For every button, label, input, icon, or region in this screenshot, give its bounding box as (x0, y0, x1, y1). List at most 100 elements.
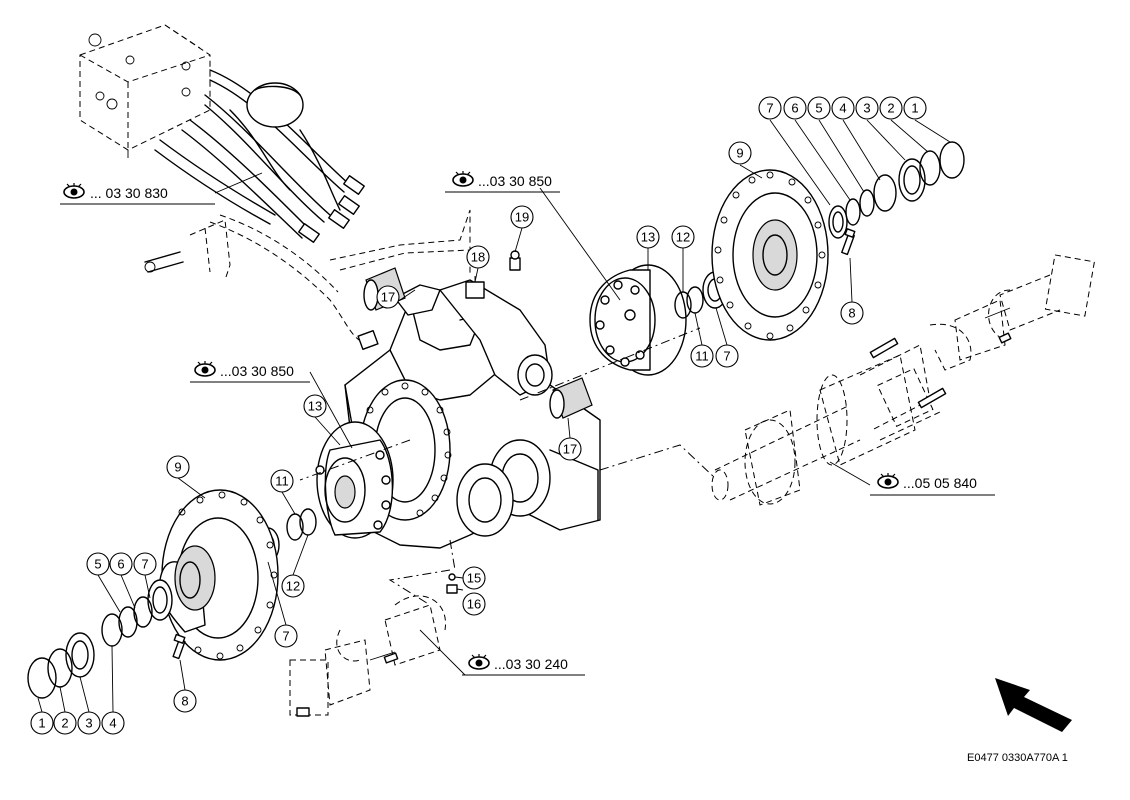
callout-8-upper: 8 (840, 301, 864, 325)
carrier-bolts-lower (315, 450, 391, 530)
reference-hub-upper: ...03 30 850 (445, 171, 560, 193)
ref-hydraulic-valve-text: ... 03 30 830 (90, 185, 168, 201)
callout-12-upper: 12 (671, 225, 695, 249)
callout-17-top: 17 (376, 285, 400, 309)
svg-text:1: 1 (911, 101, 918, 116)
callout-7c-lower: 7 (133, 552, 157, 576)
callouts: 7 6 5 4 3 2 1 9 13 12 11 7 8 17 18 19 17… (30, 96, 927, 735)
callout-4-upper: 4 (831, 96, 855, 120)
svg-text:13: 13 (641, 230, 655, 245)
svg-text:7: 7 (141, 557, 148, 572)
reference-hydraulic-valve: ... 03 30 830 (60, 183, 215, 205)
eye-icon (63, 183, 85, 199)
callout-5-upper: 5 (807, 96, 831, 120)
svg-text:6: 6 (791, 101, 798, 116)
pipe-bracket (144, 209, 471, 351)
svg-text:13: 13 (308, 399, 322, 414)
center-lines (299, 327, 716, 606)
bearing-stack-upper (828, 141, 965, 239)
svg-text:6: 6 (117, 557, 124, 572)
svg-text:18: 18 (471, 250, 485, 265)
svg-text:8: 8 (181, 694, 188, 709)
ref-cylinder-text: ...03 30 240 (494, 656, 568, 672)
svg-text:8: 8 (848, 306, 855, 321)
svg-text:4: 4 (109, 716, 116, 731)
svg-text:15: 15 (467, 571, 481, 586)
axle-housing (711, 337, 947, 506)
svg-text:7: 7 (723, 349, 730, 364)
svg-text:16: 16 (467, 597, 481, 612)
svg-text:12: 12 (286, 579, 300, 594)
svg-text:11: 11 (695, 349, 709, 364)
callout-9-lower: 9 (166, 455, 190, 479)
drawing-code: E0477 0330A770A 1 (967, 752, 1068, 764)
wheel-hub-lower (159, 489, 279, 661)
svg-text:9: 9 (174, 460, 181, 475)
sensor-18 (465, 276, 485, 299)
hydraulic-valve-block (79, 24, 211, 158)
callout-5-lower: 5 (86, 552, 110, 576)
hub-bolt-lower (172, 633, 186, 660)
callout-17-mid: 17 (558, 437, 582, 461)
grease-nipple-19 (509, 250, 521, 271)
svg-text:17: 17 (381, 290, 395, 305)
callout-4-lower: 4 (101, 711, 125, 735)
callout-7-lower: 7 (274, 624, 298, 648)
bearing-stack-lower (27, 579, 173, 699)
svg-text:5: 5 (815, 101, 822, 116)
hub-stud-holes-lower (178, 491, 278, 660)
reference-axle: ...05 05 840 (870, 473, 995, 496)
callout-7-upper: 7 (758, 96, 782, 120)
callout-12-lower: 12 (281, 574, 305, 598)
bushing-lower (549, 377, 593, 419)
callout-1-upper: 1 (903, 96, 927, 120)
svg-text:9: 9 (736, 146, 743, 161)
svg-text:3: 3 (863, 101, 870, 116)
callout-18: 18 (466, 245, 490, 269)
leader-lines (37, 119, 951, 713)
svg-text:12: 12 (676, 230, 690, 245)
hydraulic-hoses (154, 69, 365, 243)
steering-cylinder-lower (289, 595, 446, 717)
steering-cylinder-upper (929, 254, 1095, 371)
svg-text:5: 5 (94, 557, 101, 572)
callout-7b-upper: 7 (715, 344, 739, 368)
svg-text:2: 2 (61, 716, 68, 731)
hub-stud-holes-upper (714, 171, 826, 340)
flange-bolt-holes (366, 382, 452, 517)
wheel-hub-upper (711, 169, 829, 341)
svg-text:11: 11 (275, 474, 289, 489)
planetary-carrier-lower (315, 421, 394, 539)
callout-8-lower: 8 (173, 689, 197, 713)
ref-hub-upper-text: ...03 30 850 (478, 173, 552, 189)
eye-icon (452, 171, 474, 187)
ref-hub-lower-text: ...03 30 850 (220, 363, 294, 379)
callout-2-upper: 2 (879, 96, 903, 120)
callout-13-upper: 13 (636, 225, 660, 249)
reference-cylinder: ...03 30 240 (462, 654, 585, 676)
callout-11-upper: 11 (690, 344, 714, 368)
svg-text:1: 1 (38, 716, 45, 731)
eye-icon (194, 361, 216, 377)
ref-axle-text: ...05 05 840 (903, 475, 977, 491)
planetary-carrier-upper (589, 264, 687, 376)
callout-2-lower: 2 (53, 711, 77, 735)
svg-text:4: 4 (839, 101, 846, 116)
callout-6-upper: 6 (783, 96, 807, 120)
callout-6-lower: 6 (109, 552, 133, 576)
svg-text:2: 2 (887, 101, 894, 116)
direction-arrow-icon (995, 678, 1072, 732)
callout-1-lower: 1 (30, 711, 54, 735)
hub-bolt-upper (841, 228, 856, 256)
callout-13-lower: 13 (303, 394, 327, 418)
svg-text:7: 7 (766, 101, 773, 116)
svg-text:7: 7 (282, 629, 289, 644)
callout-3-upper: 3 (855, 96, 879, 120)
callout-9-upper: 9 (728, 141, 752, 165)
callout-16: 16 (462, 592, 486, 616)
reference-hub-lower: ...03 30 850 (190, 361, 310, 383)
eye-icon (468, 654, 490, 670)
callout-11-lower: 11 (270, 469, 294, 493)
callout-3-lower: 3 (77, 711, 101, 735)
